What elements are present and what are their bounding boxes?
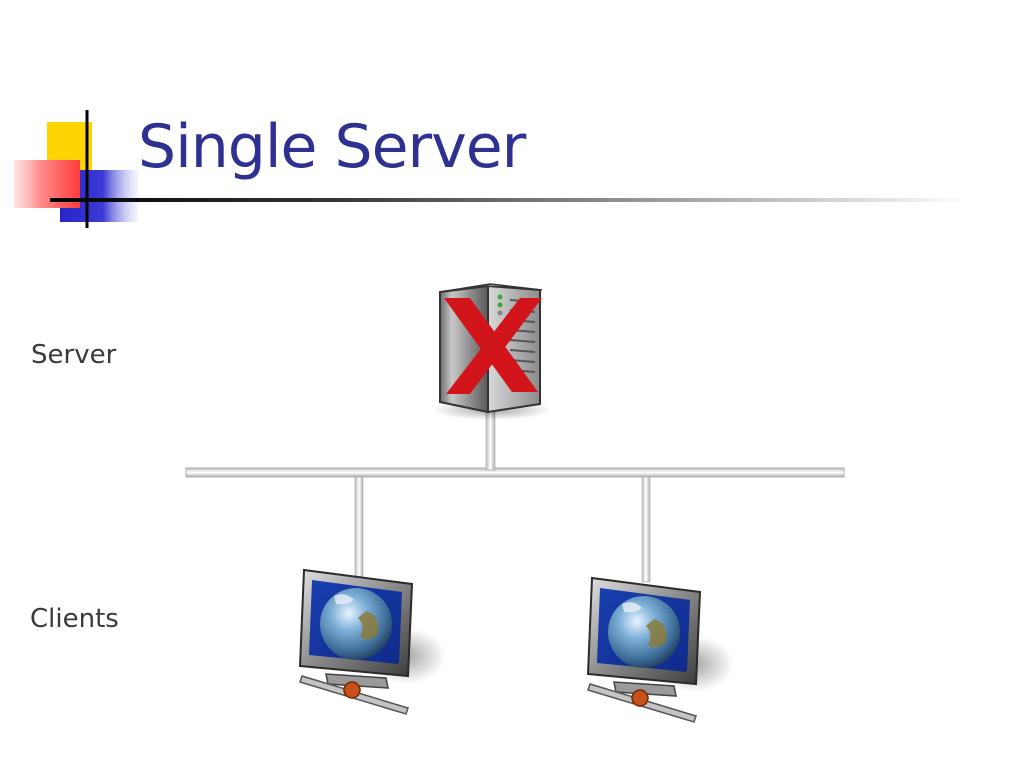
globe-monitor-icon xyxy=(298,568,446,715)
slide-title: Single Server xyxy=(138,112,526,182)
server-link xyxy=(485,411,496,471)
client-1-link xyxy=(354,476,364,578)
client-2-link xyxy=(641,476,651,583)
title-underline xyxy=(50,198,970,202)
clients-label: Clients xyxy=(30,604,119,634)
network-bus xyxy=(185,467,845,478)
red-x-icon xyxy=(444,298,542,394)
server-label: Server xyxy=(31,340,117,370)
client-1-computer xyxy=(298,568,446,715)
globe-monitor-icon xyxy=(586,576,734,723)
client-2-computer xyxy=(586,576,734,723)
